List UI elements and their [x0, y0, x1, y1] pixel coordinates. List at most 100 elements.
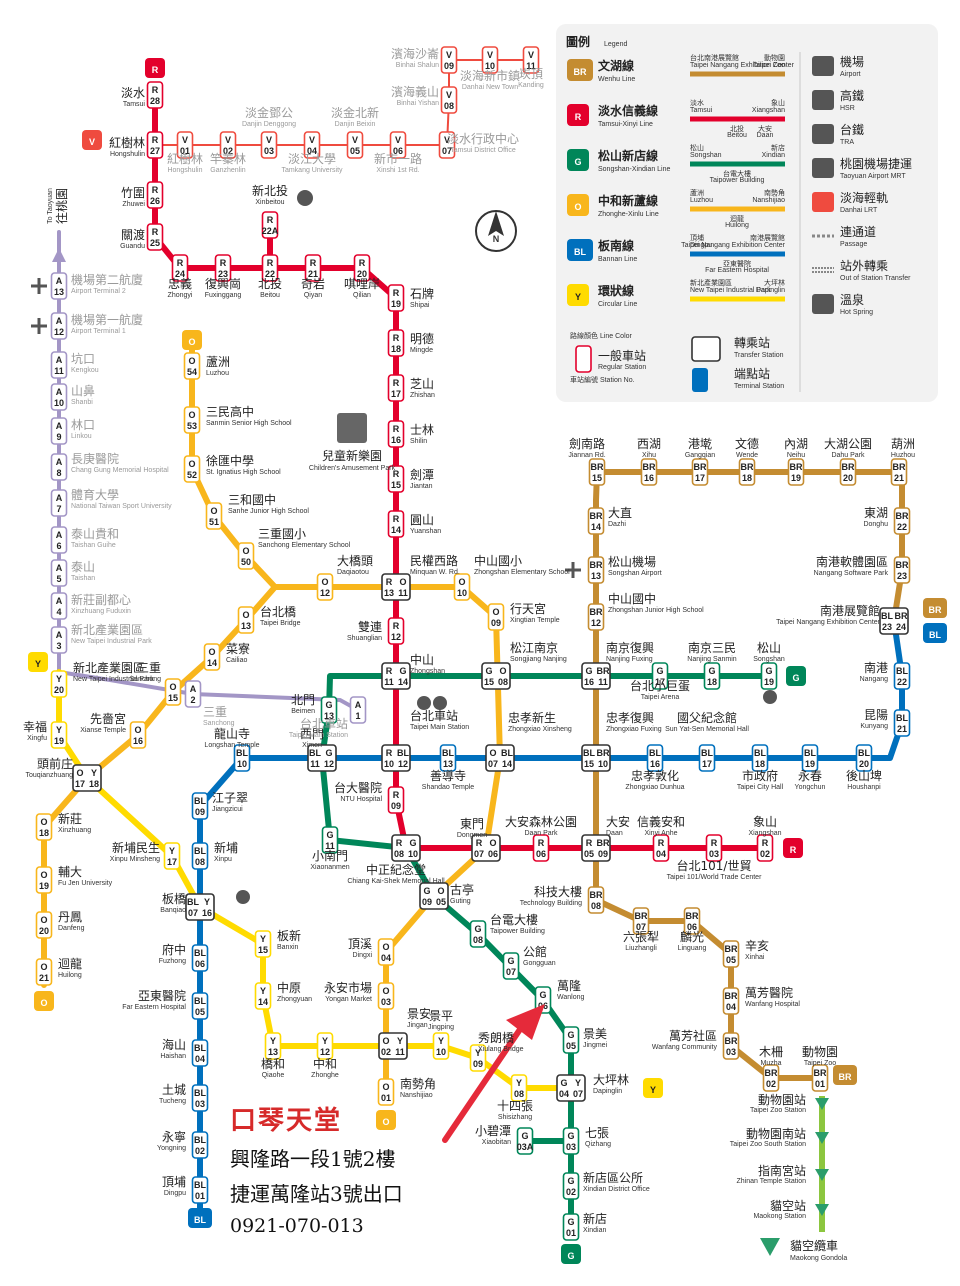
station-code-number: 22 — [265, 269, 275, 279]
station-marker: A8 — [50, 453, 68, 481]
station-marker: R20 — [353, 254, 371, 282]
station-name-zh: 石牌 — [410, 287, 434, 301]
station-name-en: NTU Hospital — [340, 796, 382, 803]
station-code-line: BL — [236, 748, 248, 758]
station-name-en: Beimen — [291, 708, 315, 715]
station-marker: R22 — [261, 254, 279, 282]
station-name-zh: 坑口 — [71, 351, 95, 366]
legend-end-a-en: Songshan — [690, 152, 722, 159]
legend-line-code: R — [575, 112, 582, 122]
station-code-line: O — [321, 577, 328, 587]
station-box — [254, 982, 272, 1010]
station-name-en: Sanhe Junior High School — [228, 508, 309, 515]
station-name-en: Qiyan — [304, 292, 322, 299]
station-code-line: V — [266, 135, 272, 145]
station-name-en: Shilin — [410, 438, 427, 445]
station-name-zh: 頂埔 — [162, 1175, 186, 1189]
station-box — [50, 417, 68, 445]
station-box — [440, 46, 458, 74]
station-name-en: Taipei Main Station — [410, 724, 469, 731]
legend-end-b-en: Xiangshan — [752, 107, 785, 114]
station-name-zh: 內湖 — [784, 436, 808, 451]
station-name-en: Zhongyuan — [277, 996, 312, 1003]
station-code-line: Y — [260, 986, 266, 996]
legend-transfer-box — [691, 336, 721, 362]
station-name-zh: 板橋 — [162, 892, 186, 906]
station-marker: R19 — [387, 284, 405, 312]
station-code-number: 03 — [726, 1047, 736, 1057]
station-marker: V03 — [260, 131, 278, 159]
station-box — [191, 1084, 209, 1112]
station-code-number: 15 — [484, 677, 494, 687]
station-code-number: 53 — [187, 421, 197, 431]
station-code-line: BL — [896, 666, 908, 676]
airplane-icon — [812, 56, 834, 76]
station-name-en: Jingan — [407, 1022, 428, 1029]
station-name-zh: 三重 — [203, 705, 227, 719]
station-marker: R18 — [387, 329, 405, 357]
station-box — [801, 744, 819, 772]
station-code-line: BR — [597, 838, 610, 848]
station-marker: Y10 — [432, 1032, 450, 1060]
legend-symbol-label-en: Taoyuan Airport MRT — [840, 173, 906, 180]
station-name-zh: 中和 — [313, 1056, 337, 1071]
station-name-zh: 濱海沙崙 — [391, 46, 439, 61]
station-code-number: 15 — [258, 945, 268, 955]
tra-icon — [236, 890, 250, 904]
station-box — [562, 1172, 580, 1200]
legend-line-name: 文湖線 — [598, 58, 634, 73]
up-arrow-icon — [52, 248, 66, 262]
station-code-number: 7 — [56, 504, 61, 514]
station-name-en: Jingmei — [583, 1042, 608, 1049]
line-end-badge: O — [182, 330, 202, 350]
station-name-en: St. Ignatius High School — [206, 469, 281, 476]
station-code-number: 11 — [384, 677, 394, 687]
legend-end-b-en: Xindian — [762, 152, 785, 159]
station-marker: O15 — [164, 678, 182, 706]
station-name-en: Binhai Yishan — [397, 100, 440, 107]
station-code-line: R — [762, 838, 769, 848]
airplane-icon — [565, 562, 581, 578]
station-name-en: Taipei 101/World Trade Center — [667, 874, 762, 881]
station-marker: A10 — [50, 383, 68, 411]
station-name-zh: 劍潭 — [410, 467, 434, 482]
pointer-arrow — [442, 1019, 528, 1143]
station-code-line: BR — [842, 462, 855, 472]
station-box — [481, 46, 499, 74]
station-code-number: 07 — [636, 922, 646, 932]
station-name-zh: 南港展覽館 — [820, 603, 880, 618]
station-name-en: Chiang Kai-Shek Memorial Hall — [347, 878, 445, 885]
station-code-number: 10 — [436, 1047, 446, 1057]
station-name-en: Guandu — [120, 243, 145, 250]
station-name-en: Gangqian — [685, 452, 715, 459]
station-code-number: 17 — [695, 473, 705, 483]
station-code-number: 07 — [506, 967, 516, 977]
station-code-number: 03A — [517, 1142, 534, 1152]
station-code-number: 02 — [766, 1079, 776, 1089]
station-marker: O19 — [35, 866, 53, 894]
station-code-number: 22 — [897, 677, 907, 687]
station-code-number: 13 — [324, 711, 334, 721]
station-code-line: G — [656, 666, 663, 676]
station-name-zh: 三重 — [137, 661, 161, 675]
station-code-line: BR — [725, 944, 738, 954]
station-code-number: 06 — [536, 849, 546, 859]
station-code-line: O — [382, 942, 389, 952]
station-code-number: 07 — [474, 849, 484, 859]
badge-box — [643, 1078, 663, 1098]
station-code-line: A — [56, 355, 63, 365]
station-name-en: Xinzhuang Fuduxin — [71, 608, 131, 615]
station-code-number: 21 — [897, 724, 907, 734]
station-name-en: Xinpu — [214, 856, 232, 863]
station-box — [185, 893, 215, 921]
legend-symbol-label: 淡海輕軌 — [840, 190, 888, 205]
station-code-line: O — [492, 607, 499, 617]
